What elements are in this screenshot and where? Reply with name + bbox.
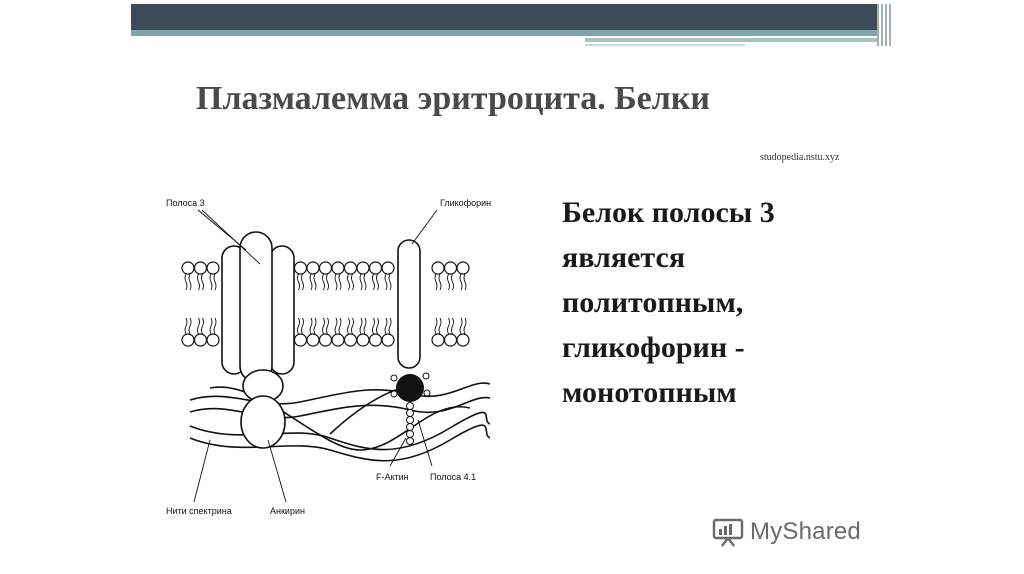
glycophorin-protein (391, 240, 430, 445)
lipid-head-inner (307, 318, 319, 346)
lipid-head-inner (332, 318, 344, 346)
statement-line: политопным, (562, 280, 775, 325)
header-accent-bar (131, 30, 877, 36)
label-spectrin: Нити спектрина (166, 506, 232, 516)
header-accent-line-thin (585, 44, 745, 46)
lipid-head-inner (320, 318, 332, 346)
label-band3: Полоса 3 (166, 198, 205, 208)
lipid-head-inner (195, 318, 207, 346)
lipid-head-inner (457, 318, 469, 346)
membrane-diagram: Полоса 3 Гликофорин F-Актин Полоса 4.1 Н… (150, 188, 510, 528)
label-glycophorin: Гликофорин (440, 198, 491, 208)
statement-line: Белок полосы 3 (562, 190, 775, 235)
statement-line: монотопным (562, 370, 775, 415)
lipid-head-inner (432, 318, 444, 346)
watermark-text: MyShared (750, 518, 861, 546)
ankyrin-protein (241, 370, 285, 448)
lipid-head-outer (357, 262, 369, 290)
lipid-head-outer (207, 262, 219, 290)
spectrin-filaments (190, 383, 490, 461)
lipid-head-outer (382, 262, 394, 290)
header-bar (131, 4, 877, 30)
lipid-head-outer (445, 262, 457, 290)
slide-title: Плазмалемма эритроцита. Белки (196, 80, 710, 118)
header-stripes (877, 4, 893, 46)
label-ankyrin: Анкирин (270, 506, 305, 516)
lipid-head-inner (345, 318, 357, 346)
lipid-head-outer (432, 262, 444, 290)
lipid-head-inner (445, 318, 457, 346)
lipid-head-inner (182, 318, 194, 346)
statement-line: гликофорин - (562, 325, 775, 370)
header-accent-line (585, 38, 877, 42)
lipid-head-outer (345, 262, 357, 290)
statement-line: является (562, 235, 775, 280)
lipid-head-outer (307, 262, 319, 290)
lipid-head-inner (357, 318, 369, 346)
lipid-head-inner (382, 318, 394, 346)
f-actin-chain (407, 403, 414, 445)
lipid-head-inner (370, 318, 382, 346)
band3-protein (222, 232, 294, 382)
lipid-head-outer (332, 262, 344, 290)
lipid-head-outer (182, 262, 194, 290)
label-band41: Полоса 4.1 (430, 472, 476, 482)
presentation-board-icon (712, 517, 744, 547)
label-f-actin: F-Актин (376, 472, 409, 482)
lipid-head-outer (370, 262, 382, 290)
statement-text: Белок полосы 3 является политопным, глик… (562, 190, 775, 415)
lipid-head-outer (295, 262, 307, 290)
lipid-head-inner (295, 318, 307, 346)
lipid-head-outer (320, 262, 332, 290)
myshared-watermark: MyShared (712, 517, 861, 547)
lipid-head-inner (207, 318, 219, 346)
lipid-head-outer (195, 262, 207, 290)
source-caption: studopedia.nstu.xyz (760, 152, 839, 163)
lipid-head-outer (457, 262, 469, 290)
